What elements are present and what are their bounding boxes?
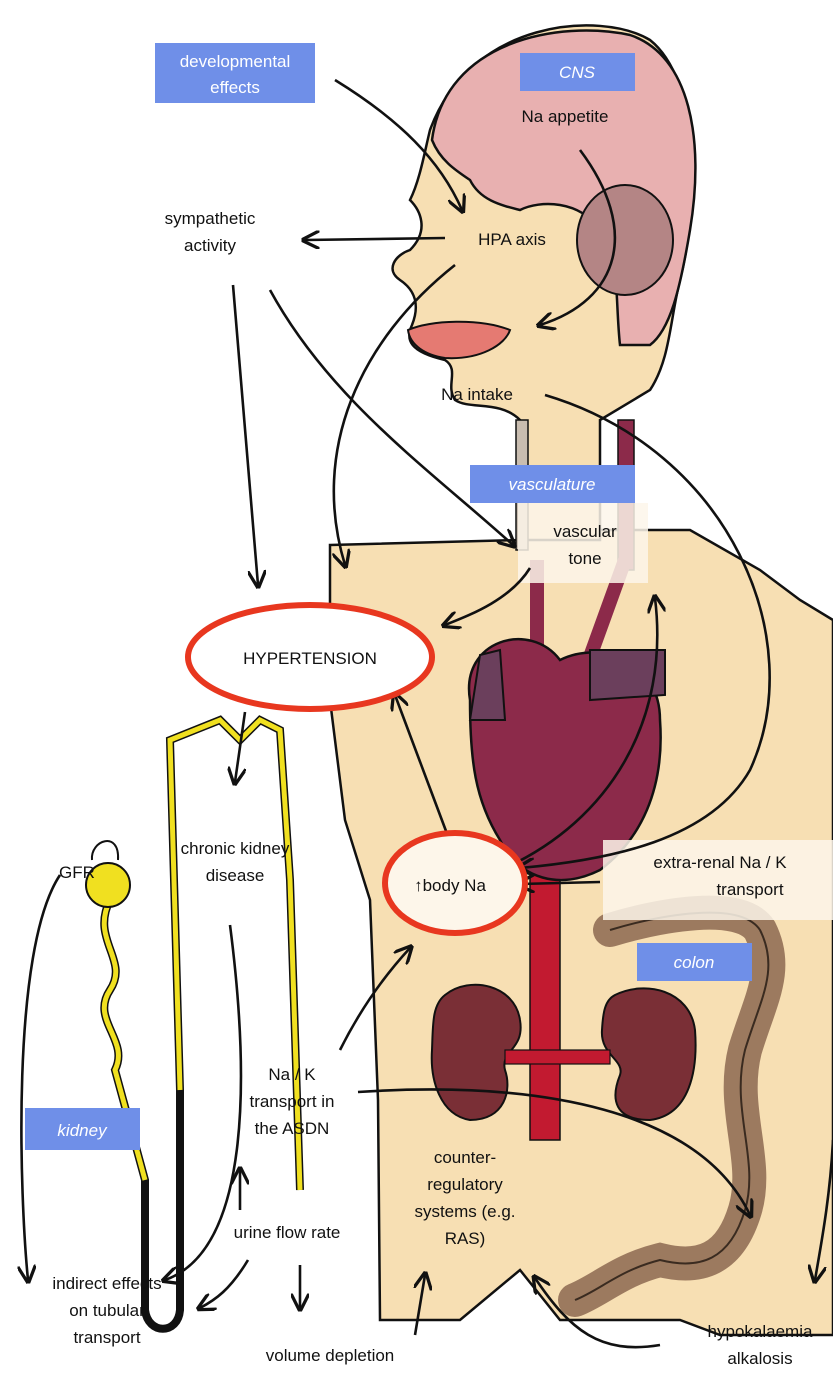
ckd-label-1: chronic kidney xyxy=(181,839,290,858)
extra-renal-label-1: extra-renal Na / K xyxy=(653,853,787,872)
ckd-label-2: disease xyxy=(206,866,265,885)
vascular-tone-label-1: vascular xyxy=(553,522,617,541)
counter-label-3: systems (e.g. xyxy=(414,1202,515,1221)
cerebellum xyxy=(577,185,673,295)
indirect-label-2: on tubular xyxy=(69,1301,145,1320)
na-k-asdn-label-2: transport in xyxy=(249,1092,334,1111)
sympathetic-label-2: activity xyxy=(184,236,236,255)
colon-tag: colon xyxy=(674,953,715,972)
vascular-tone-backdrop xyxy=(518,503,648,583)
indirect-label-3: transport xyxy=(73,1328,140,1347)
body-na-label: ↑body Na xyxy=(414,876,486,895)
cns-tag: CNS xyxy=(559,63,596,82)
hpa-axis-label: HPA axis xyxy=(478,230,546,249)
developmental-tag-line2: effects xyxy=(210,78,260,97)
arrow-gfr-to-indirect xyxy=(21,875,60,1280)
na-intake-label: Na intake xyxy=(441,385,513,404)
renal-vessels xyxy=(505,1050,610,1064)
counter-label-4: RAS) xyxy=(445,1229,486,1248)
arrow-sympathetic-to-hypertension xyxy=(233,285,258,585)
sympathetic-label-1: sympathetic xyxy=(165,209,256,228)
hypertension-label: HYPERTENSION xyxy=(243,649,377,668)
indirect-label-1: indirect effects xyxy=(52,1274,161,1293)
arrow-urine-to-indirect xyxy=(200,1260,248,1308)
gfr-label: GFR xyxy=(59,863,95,882)
extra-renal-label-2: transport xyxy=(716,880,783,899)
hypokalaemia-label-1: hypokalaemia xyxy=(708,1322,813,1341)
afferent-arteriole xyxy=(92,841,118,860)
volume-depletion-label: volume depletion xyxy=(266,1346,395,1365)
na-k-asdn-label-1: Na / K xyxy=(268,1065,316,1084)
counter-label-2: regulatory xyxy=(427,1175,503,1194)
na-appetite-label: Na appetite xyxy=(522,107,609,126)
kidney-tag: kidney xyxy=(57,1121,108,1140)
arrow-hypertension-to-ckd xyxy=(235,712,245,782)
kidney-right xyxy=(602,988,696,1120)
vascular-tone-label-2: tone xyxy=(568,549,601,568)
hypokalaemia-label-2: alkalosis xyxy=(727,1349,792,1368)
vasculature-tag: vasculature xyxy=(509,475,596,494)
developmental-tag-line1: developmental xyxy=(180,52,291,71)
counter-label-1: counter- xyxy=(434,1148,496,1167)
na-k-asdn-label-3: the ASDN xyxy=(255,1119,330,1138)
urine-flow-label: urine flow rate xyxy=(234,1223,341,1242)
